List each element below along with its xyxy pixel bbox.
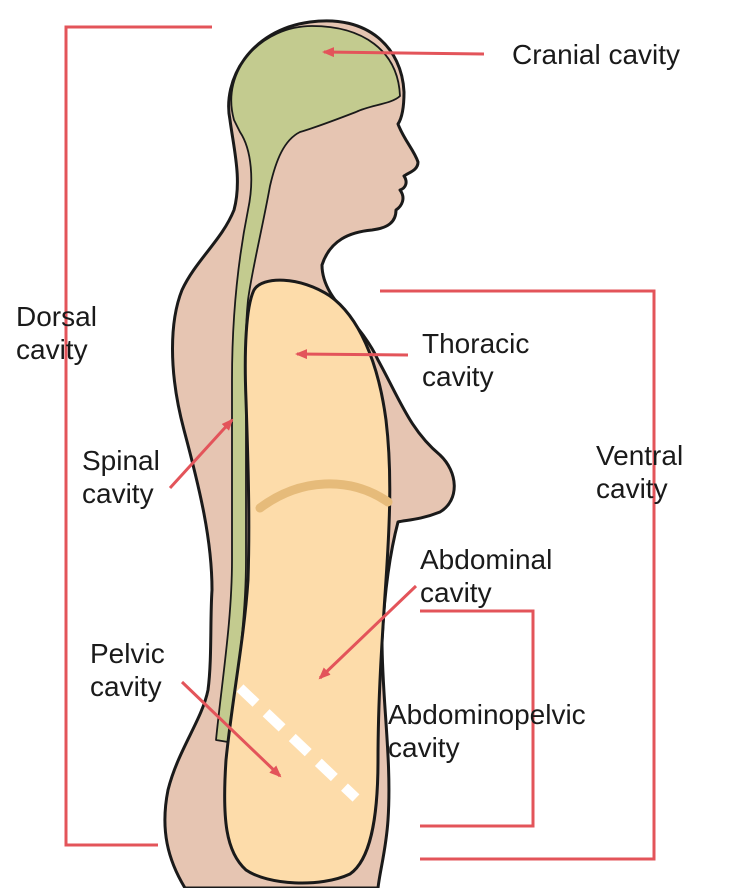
cranial-cavity-label-line1: Cranial cavity [512, 38, 680, 71]
ventral-cavity-label-line2: cavity [596, 472, 683, 505]
pelvic-cavity-label-line2: cavity [90, 670, 165, 703]
cranial-arrow [324, 52, 484, 54]
dorsal-cavity-label-line2: cavity [16, 333, 97, 366]
cranial-cavity-label: Cranial cavity [512, 38, 680, 71]
dorsal-cavity-label: Dorsal cavity [16, 300, 97, 366]
spinal-cavity-label-line2: cavity [82, 477, 160, 510]
ventral-cavity-label-line1: Ventral [596, 439, 683, 472]
abdominal-cavity-label-line1: Abdominal [420, 543, 552, 576]
thoracic-cavity-label-line1: Thoracic [422, 327, 529, 360]
spinal-cavity-label-line1: Spinal [82, 444, 160, 477]
pelvic-cavity-label-line1: Pelvic [90, 637, 165, 670]
dorsal-cavity-label-line1: Dorsal [16, 300, 97, 333]
abdominal-cavity-label-line2: cavity [420, 576, 552, 609]
thoracic-cavity-label: Thoracic cavity [422, 327, 529, 393]
ventral-cavity-shape [225, 280, 390, 883]
spinal-cavity-label: Spinal cavity [82, 444, 160, 510]
pelvic-cavity-label: Pelvic cavity [90, 637, 165, 703]
thoracic-arrow [297, 354, 408, 355]
thoracic-cavity-label-line2: cavity [422, 360, 529, 393]
ventral-cavity-label: Ventral cavity [596, 439, 683, 505]
abdominal-cavity-label: Abdominal cavity [420, 543, 552, 609]
abdominopelvic-cavity-label-line1: Abdominopelvic [388, 698, 586, 731]
abdominopelvic-cavity-label-line2: cavity [388, 731, 586, 764]
abdominopelvic-cavity-label: Abdominopelvic cavity [388, 698, 586, 764]
